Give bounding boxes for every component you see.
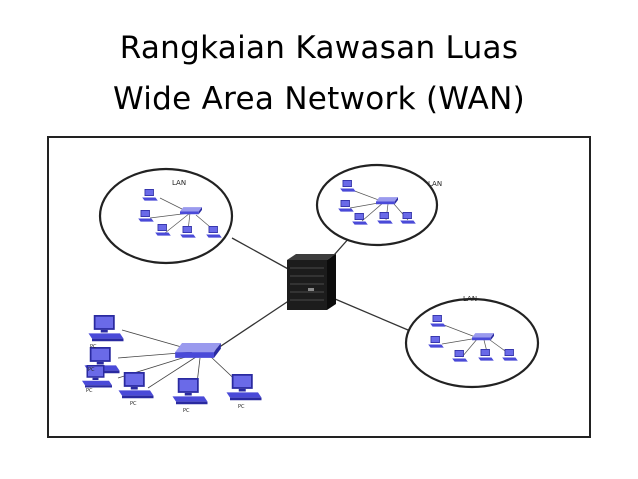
lan-label: LAN [463,295,477,303]
lan-label: LAN [172,179,186,187]
server-icon [287,254,336,310]
pc-label: PC [130,401,137,407]
lan-label: LAN [428,180,442,188]
switch-icon [180,207,202,215]
lan-cluster-2: LAN [315,163,442,247]
slide-title-line-2: Wide Area Network (WAN) [112,81,526,117]
switch-icon [376,197,398,205]
slide-title-line-1: Rangkaian Kawasan Luas [119,30,519,66]
lan-cluster-1: LAN [98,167,234,265]
pc-label: PC [88,367,95,373]
pc-label: PC [183,408,190,414]
switch-icon [472,333,494,341]
wan-links [214,236,409,351]
pc-label: PC [238,404,245,410]
pc-label: PC [86,388,93,394]
switch-icon [175,343,221,358]
lan-cluster-4: PC PC PC PC PC PC [82,315,262,414]
pc-label: PC [90,344,97,350]
lan-cluster-3: LAN [404,295,540,389]
